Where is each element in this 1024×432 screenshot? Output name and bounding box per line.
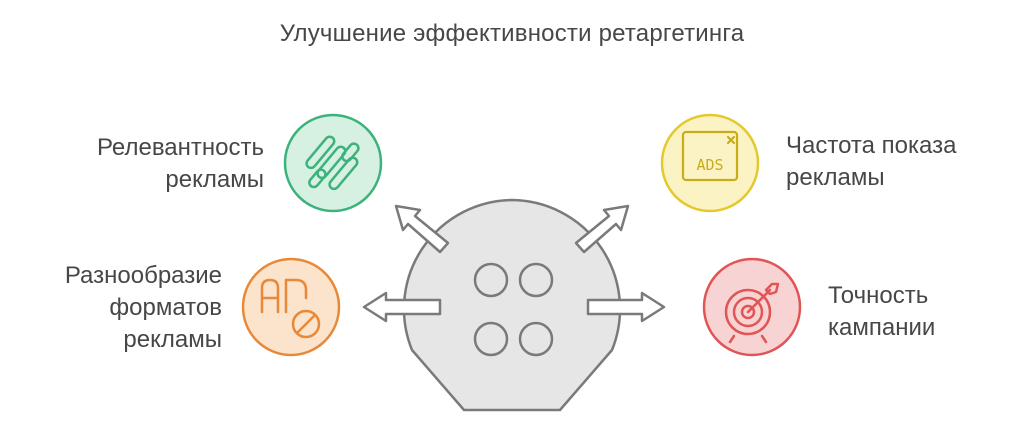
diagram-title: Улучшение эффективности ретаргетинга xyxy=(279,20,745,47)
diagonal-stripes-icon xyxy=(305,135,360,191)
central-hub xyxy=(402,198,622,412)
relevance-node xyxy=(283,113,383,213)
ads-icon-label: ADS xyxy=(696,156,723,174)
frequency-label-line1: Частота показа xyxy=(786,132,957,159)
frequency-label: Частота показа рекламы xyxy=(786,130,1016,194)
formats-label-line2: форматов xyxy=(109,294,222,321)
arrow-left xyxy=(362,291,442,323)
formats-node xyxy=(241,257,341,357)
relevance-label-line2: рекламы xyxy=(165,166,264,193)
relevance-label-line1: Релевантность xyxy=(96,134,264,161)
relevance-label: Релевантность рекламы xyxy=(40,132,264,196)
frequency-label-line2: рекламы xyxy=(786,164,885,191)
arrow-up-left xyxy=(394,204,450,254)
precision-label-line2: кампании xyxy=(828,314,936,341)
arrow-up-right xyxy=(574,204,630,254)
ad-block-icon xyxy=(260,278,321,339)
target-arrow-icon xyxy=(724,282,780,344)
precision-label-line1: Точность xyxy=(828,282,929,309)
arrow-right xyxy=(586,291,666,323)
four-circles-icon xyxy=(473,262,554,357)
ads-window-icon xyxy=(681,130,739,182)
formats-label-line3: рекламы xyxy=(123,326,222,353)
frequency-node: ADS xyxy=(660,113,760,213)
hub-body xyxy=(402,198,622,412)
formats-label: Разнообразие форматов рекламы xyxy=(10,260,222,356)
precision-node xyxy=(702,257,802,357)
precision-label: Точность кампании xyxy=(828,280,1008,344)
formats-label-line1: Разнообразие xyxy=(64,262,222,289)
